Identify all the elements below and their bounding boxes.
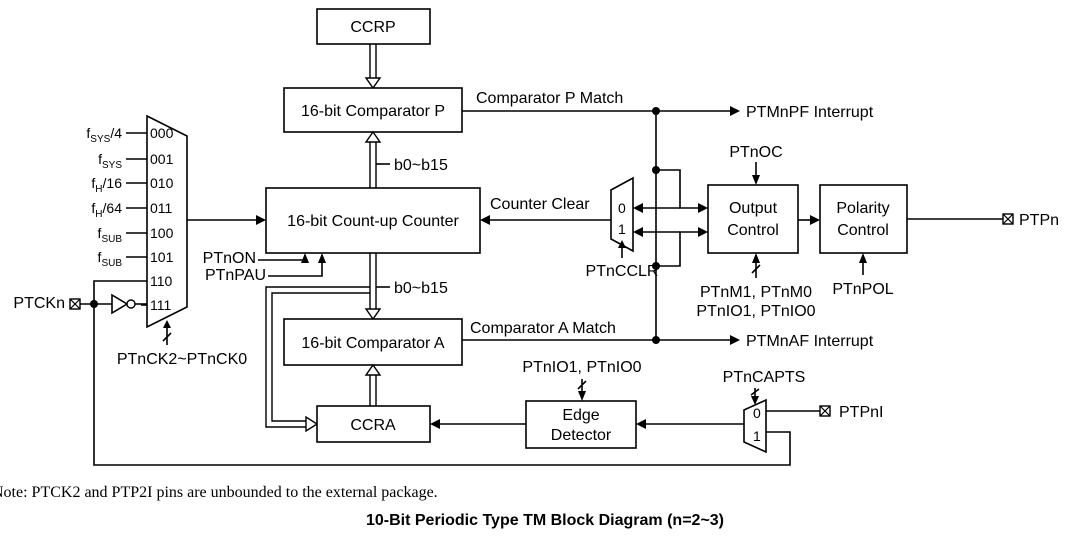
- clock-src-0: fSYS/4: [86, 125, 122, 145]
- ptmnaf-interrupt-label: PTMnAF Interrupt: [746, 333, 874, 350]
- mux-code-4: 100: [150, 225, 174, 241]
- cap-mux-zero: 0: [753, 405, 761, 421]
- ptckn-feedback-wire: [93, 304, 791, 466]
- clock-src-3: fH/64: [91, 200, 122, 220]
- comparator-a-match-label: Comparator A Match: [470, 320, 616, 337]
- ptnpau-label: PTnPAU: [205, 267, 266, 284]
- edge-to-ccra-wire: [430, 419, 526, 429]
- counter-clear-label: Counter Clear: [490, 196, 590, 213]
- bus-label-p: b0~b15: [394, 157, 448, 174]
- ptnck-label: PTnCK2~PTnCK0: [117, 351, 247, 368]
- output-control-label-1: Output: [729, 200, 778, 217]
- ptckn-to-110-wire: [93, 280, 126, 304]
- output-to-polarity-wire: [798, 215, 820, 225]
- ptnpol-wire: [859, 253, 867, 275]
- mux-code-2: 010: [150, 175, 174, 191]
- ptnm-label: PTnM1, PTnM0: [700, 284, 812, 301]
- ccrp-block: [316, 8, 431, 45]
- ptnpol-label: PTnPOL: [832, 281, 893, 298]
- counter-to-comparator-a-bus: [364, 253, 390, 321]
- ptpni-label: PTPnI: [839, 404, 883, 421]
- mux-code-1: 001: [150, 151, 174, 167]
- counter-clear-mux: [610, 176, 634, 253]
- mux-code-5: 101: [150, 249, 174, 265]
- ptpn-pin-icon: [1002, 213, 1014, 225]
- ptnon-wire: [258, 253, 309, 263]
- comparator-a-label: 16-bit Comparator A: [301, 335, 445, 352]
- mux-code-6: 110: [150, 273, 173, 289]
- ptncapts-label: PTnCAPTS: [723, 369, 806, 386]
- comparator-p-label: 16-bit Comparator P: [301, 103, 445, 120]
- counter-block: [265, 187, 481, 254]
- diagram-caption: 10-Bit Periodic Type TM Block Diagram (n…: [366, 512, 724, 529]
- mux-code-3: 011: [150, 200, 173, 216]
- output-control-label-2: Control: [727, 222, 779, 239]
- capture-to-edge-wire: [636, 419, 744, 429]
- counter-to-comparator-p-bus: [364, 130, 390, 188]
- clock-mux-inputs: [126, 132, 147, 306]
- cap-mux-one: 1: [753, 428, 761, 444]
- ptnio-output-label: PTnIO1, PTnIO0: [696, 303, 815, 320]
- clock-src-2: fH/16: [91, 175, 122, 195]
- ptnm-select-wire: [751, 253, 761, 278]
- ccra-to-comparator-a-bus: [364, 363, 382, 406]
- output-control-block: [707, 184, 799, 254]
- ptnon-label: PTnON: [203, 250, 256, 267]
- edge-detector-label-1: Edge: [562, 407, 599, 424]
- capture-mux: [743, 398, 767, 454]
- ptncclr-label: PTnCCLR: [586, 263, 659, 280]
- polarity-control-label-2: Control: [837, 222, 889, 239]
- ptncclr-select-wire: [618, 240, 626, 258]
- counter-to-ccra-bus: [265, 286, 370, 433]
- ptckn-pin-icon: [69, 298, 81, 310]
- ptnio-edge-label: PTnIO1, PTnIO0: [522, 359, 641, 376]
- ccrp-label: CCRP: [350, 19, 395, 36]
- clock-src-5: fSUB: [98, 249, 123, 269]
- ptpni-pin-icon: [819, 405, 831, 417]
- comparator-p-match-label: Comparator P Match: [476, 90, 623, 107]
- edge-detector-label-2: Detector: [551, 427, 612, 444]
- mux-to-counter-wire: [187, 215, 266, 225]
- mux-code-0: 000: [150, 125, 174, 141]
- comparator-a-match-wire: [462, 335, 740, 345]
- note-text: Note: PTCK2 and PTP2I pins are unbounded…: [0, 484, 438, 501]
- mux-code-7: 111: [150, 297, 171, 313]
- comparator-a-block: [283, 318, 463, 366]
- ptnoc-wire: [752, 162, 760, 185]
- ptckn-label: PTCKn: [13, 295, 65, 312]
- counter-label: 16-bit Count-up Counter: [287, 213, 459, 230]
- ccra-label: CCRA: [350, 417, 396, 434]
- clock-src-1: fSYS: [98, 151, 122, 171]
- polarity-control-label-1: Polarity: [836, 200, 889, 217]
- ptnio-edge-wire: [577, 379, 587, 401]
- ccrp-to-comparator-p-bus: [364, 44, 382, 90]
- ptmnpf-interrupt-label: PTMnPF Interrupt: [746, 104, 874, 121]
- comparator-p-block: [283, 87, 463, 133]
- inverter-icon: [111, 293, 147, 315]
- edge-detector-block: [525, 400, 637, 449]
- clear-mux-one: 1: [618, 221, 626, 237]
- counter-clear-wire: [480, 215, 611, 225]
- ptckn-wire: [80, 300, 112, 308]
- ptnpau-wire: [268, 253, 326, 277]
- ptpn-label: PTPn: [1019, 212, 1059, 229]
- clock-src-4: fSUB: [98, 225, 123, 245]
- ptnoc-label: PTnOC: [729, 144, 782, 161]
- ptncapts-select-wire: [750, 388, 760, 405]
- match-routing-wires: [633, 169, 708, 267]
- bus-label-a: b0~b15: [394, 280, 448, 297]
- ptnck-select-arrow: [162, 320, 172, 345]
- polarity-control-block: [819, 184, 908, 254]
- clear-mux-zero: 0: [618, 200, 626, 216]
- clock-mux: [146, 114, 188, 329]
